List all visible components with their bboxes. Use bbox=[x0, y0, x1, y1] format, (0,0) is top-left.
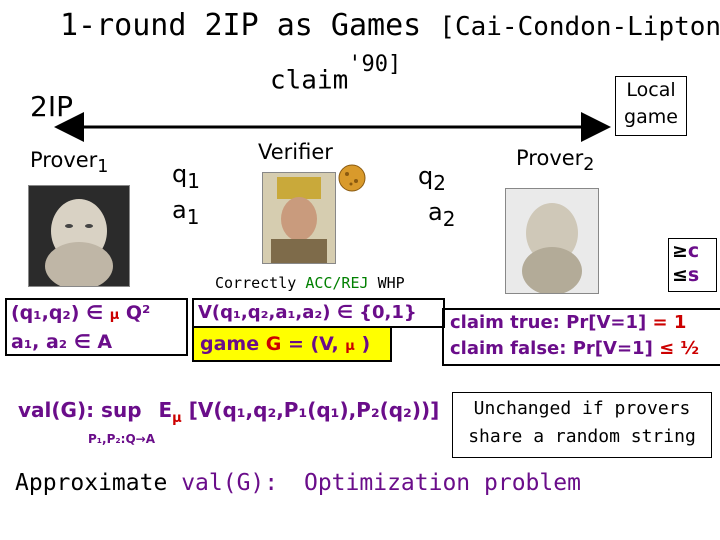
prover2-portrait bbox=[505, 188, 599, 294]
title-main: 1-round 2IP as Games bbox=[60, 8, 422, 43]
claim-word: claim bbox=[270, 65, 349, 96]
local-game-line2: game bbox=[624, 106, 678, 128]
slide-title: 1-round 2IP as Games [Cai-Condon-Lipton bbox=[60, 8, 720, 43]
unchanged-line1: Unchanged if provers bbox=[473, 398, 691, 419]
shared-randomness-box: Unchanged if provers share a random stri… bbox=[452, 392, 712, 458]
verifier-predicate-box: V(q₁,q₂,a₁,a₂) ∈ {0,1} bbox=[192, 298, 445, 328]
claim-label: claim'90] bbox=[270, 52, 401, 96]
prover1-label: Prover1 bbox=[30, 148, 109, 178]
prover2-label: Prover2 bbox=[516, 146, 595, 176]
coin-icon bbox=[337, 163, 367, 197]
local-game-box: Local game bbox=[615, 76, 687, 136]
claim-year: '90] bbox=[348, 52, 402, 77]
unchanged-line2: share a random string bbox=[468, 426, 696, 447]
questions-box: (q₁,q₂) ∈ μ Q² a₁, a₂ ∈ A bbox=[5, 298, 188, 356]
threshold-box: ≥c ≤s bbox=[668, 238, 717, 292]
a1: a1 bbox=[172, 196, 200, 229]
q2: q2 bbox=[418, 162, 446, 195]
title-citation: [Cai-Condon-Lipton bbox=[439, 12, 720, 42]
q1: q1 bbox=[172, 160, 200, 193]
claims-box: claim true: Pr[V=1] = 1 claim false: Pr[… bbox=[442, 308, 720, 366]
correctly-line: Correctly ACC/REJ WHP bbox=[215, 274, 405, 292]
approximate-line: Approximate val(G): Optimization problem bbox=[15, 470, 581, 496]
prover1-portrait bbox=[28, 185, 130, 287]
val-subscript: P₁,P₂:Q→A bbox=[88, 432, 156, 446]
verifier-portrait bbox=[262, 172, 336, 264]
game-box: game G = (V, μ ) bbox=[192, 326, 392, 362]
local-game-line1: Local bbox=[626, 79, 676, 101]
bust-image bbox=[29, 186, 129, 286]
bust-image bbox=[506, 189, 598, 293]
king-image bbox=[263, 173, 335, 263]
a2: a2 bbox=[428, 198, 456, 231]
verifier-label: Verifier bbox=[258, 140, 333, 164]
val-definition: val(G): sup Eμ [V(q₁,q₂,P₁(q₁),P₂(q₂))] bbox=[18, 398, 440, 426]
